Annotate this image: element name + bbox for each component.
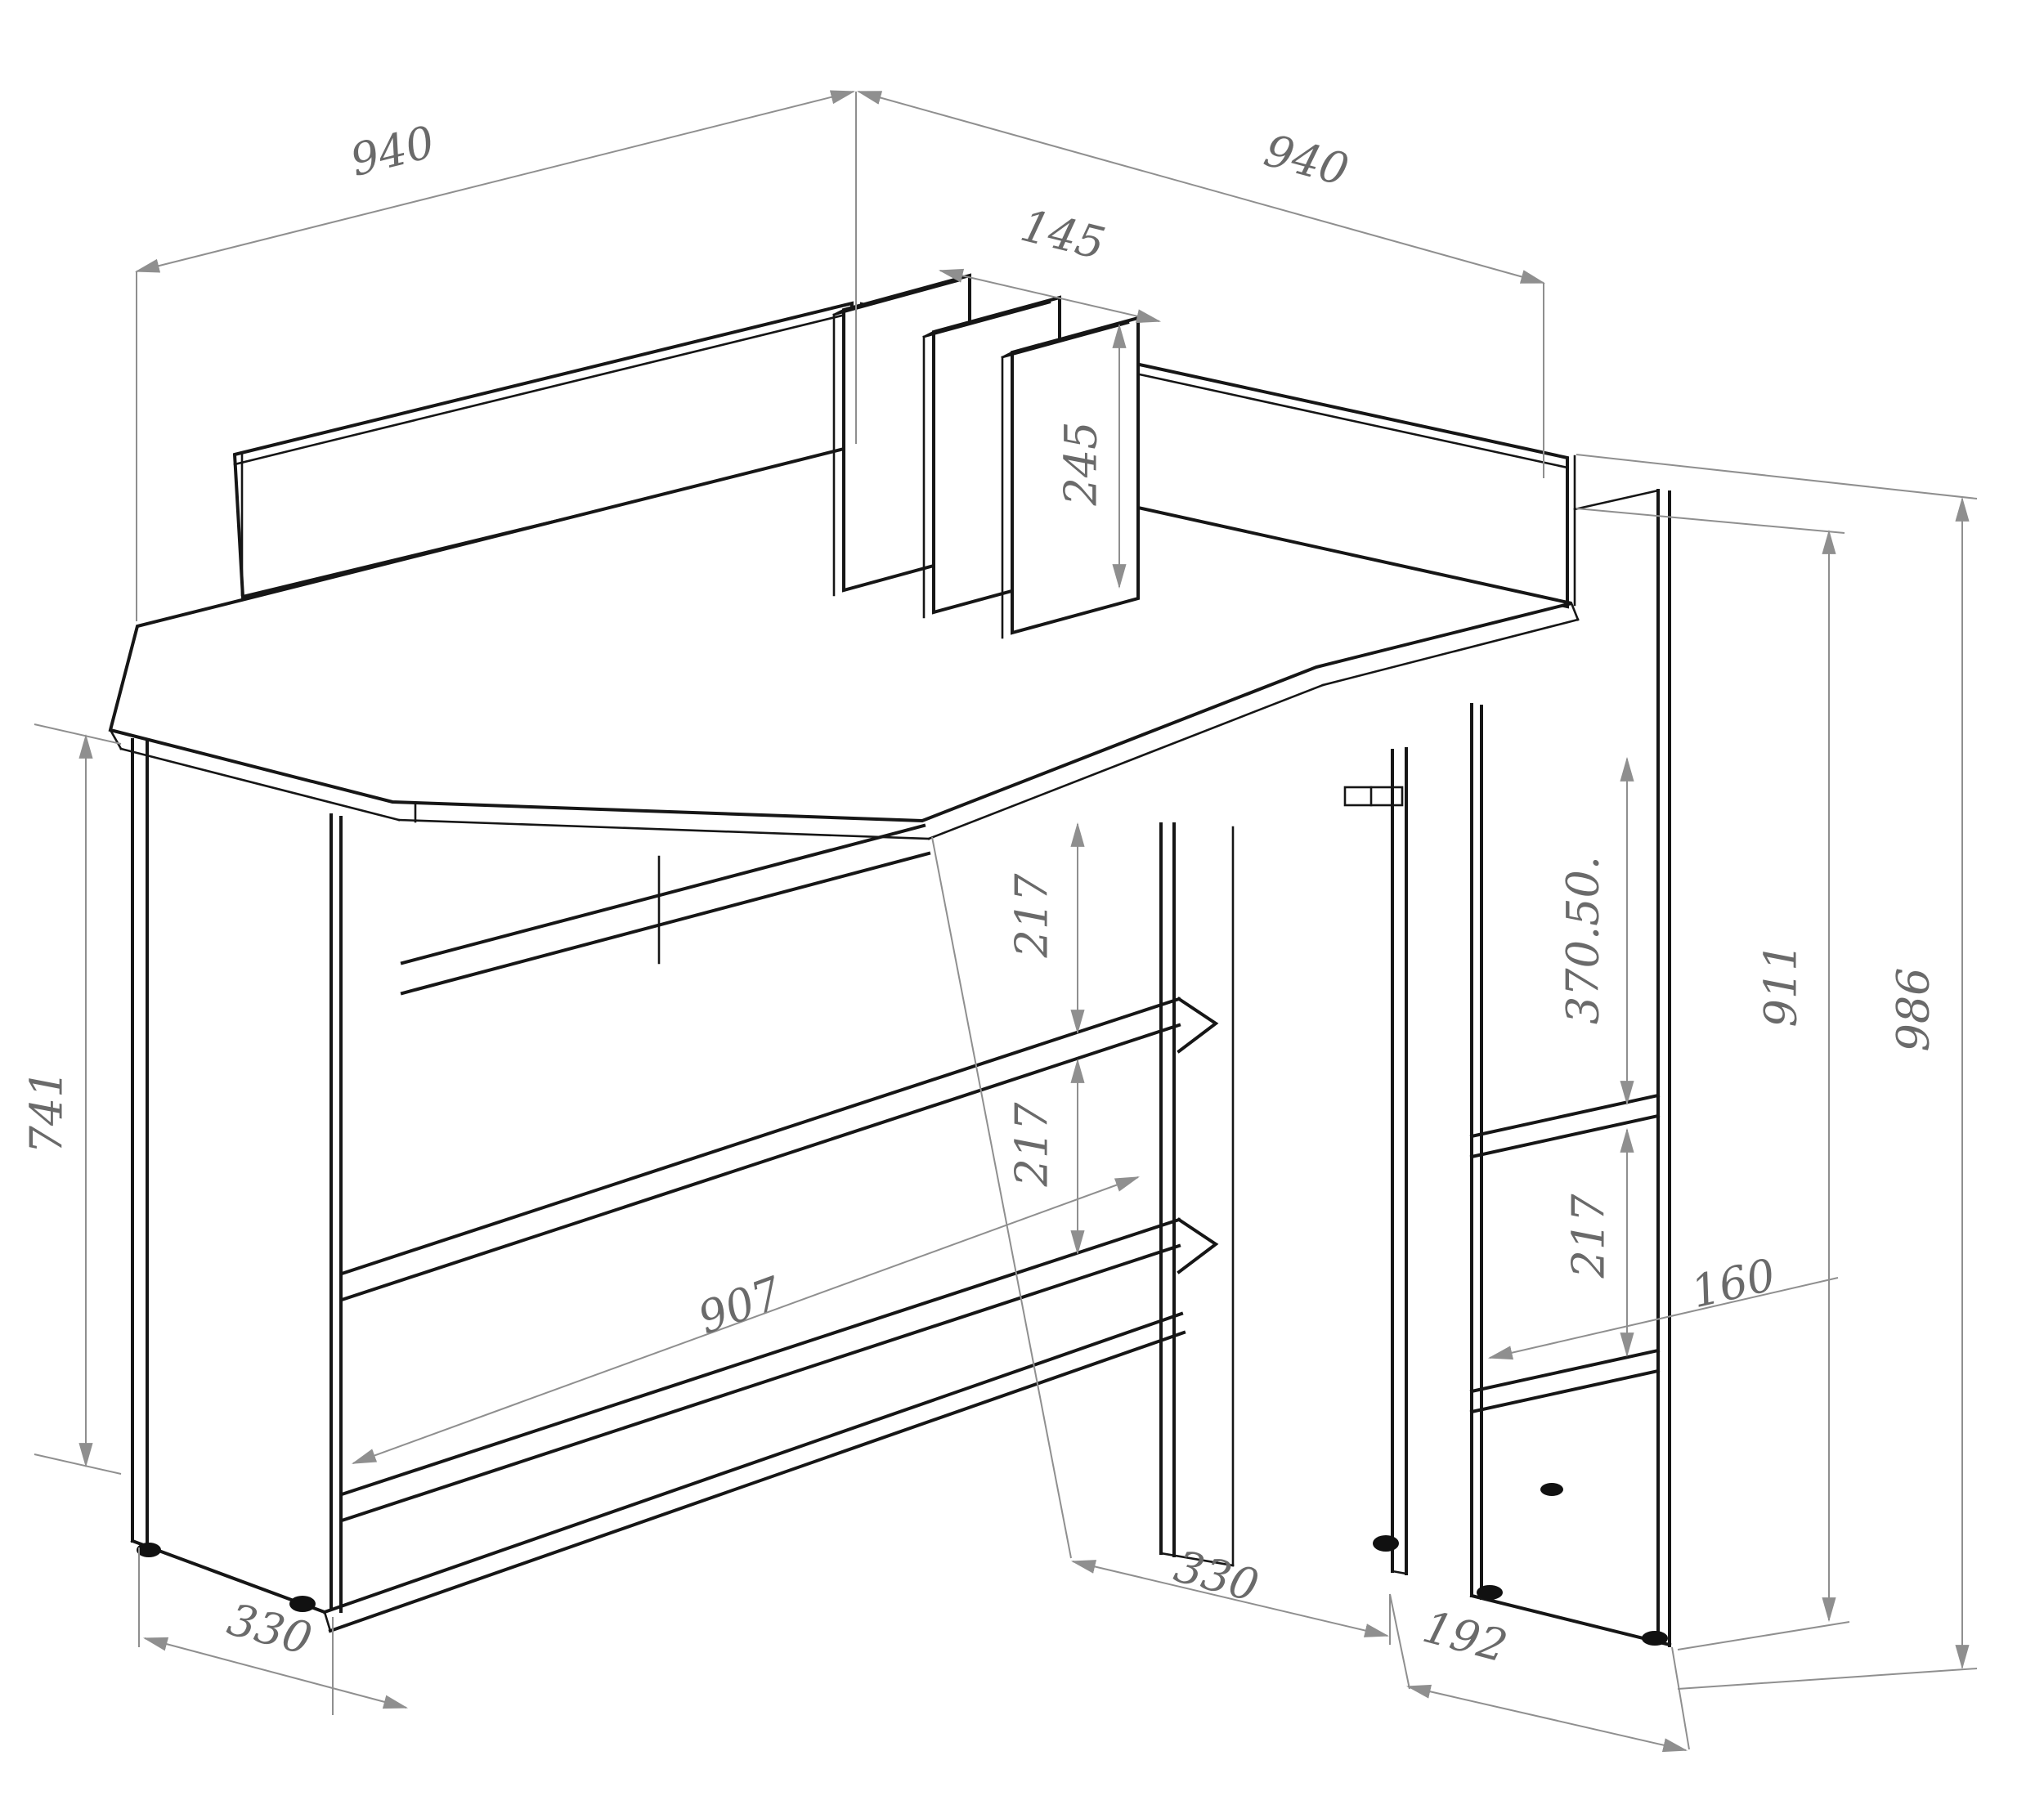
right-shelf-column	[1469, 489, 1672, 1647]
dim-label-217-c: 217	[1562, 1194, 1615, 1279]
dim-label-217-b: 217	[1006, 1102, 1058, 1187]
dim-label-986: 986	[1887, 967, 1939, 1052]
dim-label-911: 911	[1755, 943, 1807, 1028]
central-support-panels	[1159, 747, 1408, 1575]
dim-label-217-a: 217	[1006, 873, 1058, 958]
divider-fins	[832, 273, 1140, 639]
dim-label-245: 245	[1055, 421, 1107, 506]
dim-label-741: 741	[20, 1069, 73, 1154]
dim-label-370-50: 370.50.	[1557, 855, 1609, 1025]
dimension-annotations	[34, 90, 1978, 1753]
desktop	[108, 443, 1580, 840]
